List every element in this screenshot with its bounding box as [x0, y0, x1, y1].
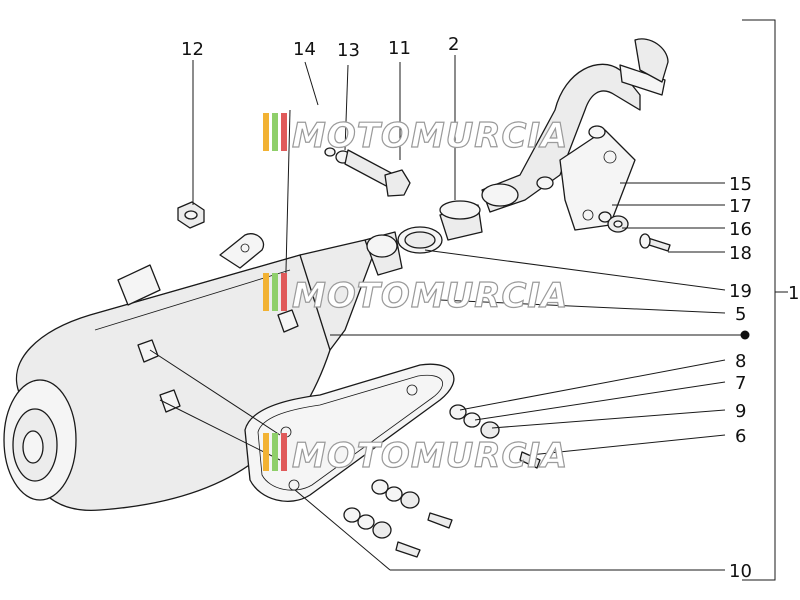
- leader-lines: [149, 19, 788, 581]
- stripe-red: [281, 113, 287, 151]
- stripe-orange: [263, 273, 269, 311]
- heat-shield: [244, 363, 455, 502]
- callout-1: 1: [788, 283, 799, 304]
- callout-13: 13: [337, 40, 360, 61]
- callout-12: 12: [181, 39, 204, 60]
- callout-18: 18: [729, 243, 752, 264]
- stripe-orange: [263, 113, 269, 151]
- stripe-orange: [263, 433, 269, 471]
- stripe-red: [281, 433, 287, 471]
- callout-8: 8: [735, 351, 746, 372]
- watermark-text: MOTOMURCIA: [292, 116, 568, 156]
- stripe-green: [272, 113, 278, 151]
- callout-15: 15: [729, 174, 752, 195]
- callout-7: 7: [735, 373, 746, 394]
- callout-10: 10: [729, 561, 752, 582]
- callout-19: 19: [729, 281, 752, 302]
- watermark-text: MOTOMURCIA: [292, 436, 568, 476]
- reference-dot: [740, 330, 750, 340]
- muffler-body: [3, 233, 376, 511]
- callouts: 12 14 13 11 2 15 17 16 18 19 5 8 7 9 6 1…: [181, 34, 799, 582]
- callout-5: 5: [735, 304, 746, 325]
- callout-6: 6: [735, 426, 746, 447]
- exhaust-pipe-assembly: [364, 38, 669, 276]
- stripe-green: [272, 433, 278, 471]
- watermark-top: MOTOMURCIA: [263, 113, 568, 157]
- hardware: [177, 147, 671, 558]
- callout-11: 11: [388, 38, 411, 59]
- watermark-middle: MOTOMURCIA: [263, 273, 568, 317]
- callout-14: 14: [293, 39, 316, 60]
- stripe-green: [272, 273, 278, 311]
- stripe-red: [281, 273, 287, 311]
- callout-9: 9: [735, 401, 746, 422]
- callout-17: 17: [729, 196, 752, 217]
- watermark-text: MOTOMURCIA: [292, 276, 568, 316]
- callout-2: 2: [448, 34, 459, 55]
- callout-16: 16: [729, 219, 752, 240]
- watermark-bottom: MOTOMURCIA: [263, 433, 568, 477]
